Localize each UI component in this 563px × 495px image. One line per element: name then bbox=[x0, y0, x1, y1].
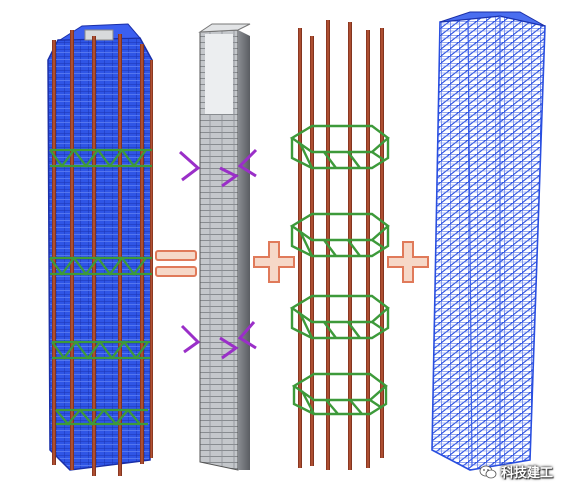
wechat-icon bbox=[479, 465, 497, 478]
belt-truss bbox=[49, 148, 152, 426]
outrigger-brace bbox=[179, 148, 258, 360]
belt-truss bbox=[289, 124, 390, 416]
steel-floor-frame bbox=[431, 11, 546, 471]
plus-sign bbox=[253, 241, 295, 283]
complete-tower-model bbox=[47, 23, 153, 476]
plus-sign bbox=[387, 241, 429, 283]
core-tube bbox=[179, 23, 258, 471]
watermark-text: 科技建工 bbox=[500, 466, 553, 481]
mega-columns-and-belt-trusses bbox=[289, 20, 390, 470]
equals-sign bbox=[155, 250, 197, 277]
watermark: 科技建工 bbox=[479, 462, 553, 481]
mega-column bbox=[298, 20, 384, 470]
